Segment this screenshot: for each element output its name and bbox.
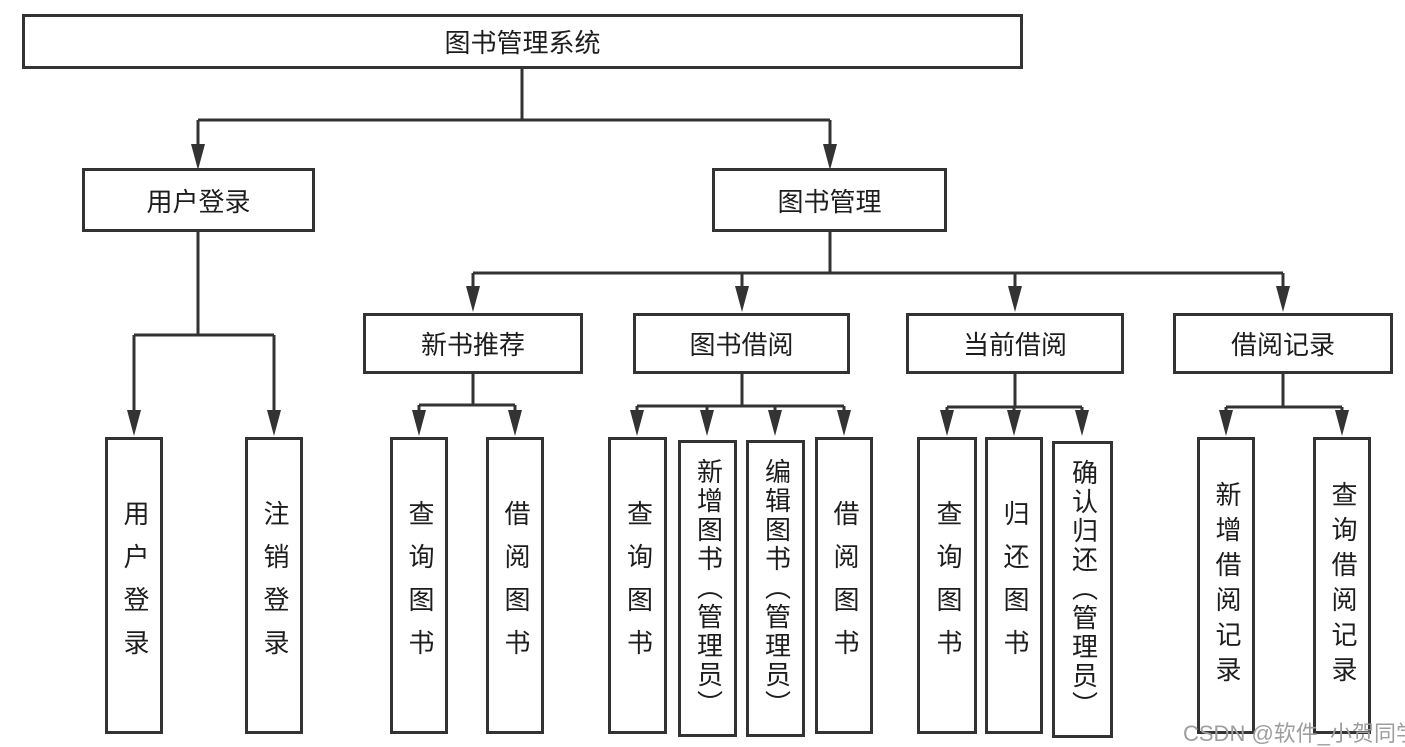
node-add-borrow-record: 新增借阅记录 — [1197, 437, 1255, 734]
node-confirm-return-admin-label: 确认归还（管理员） — [1068, 459, 1099, 720]
node-book-borrowing: 图书借阅 — [633, 313, 850, 374]
node-borrowing-records: 借阅记录 — [1173, 313, 1393, 374]
node-current-borrowing: 当前借阅 — [906, 313, 1124, 374]
node-query-books-recommend: 查询图书 — [390, 437, 448, 734]
node-logout-label: 注销登录 — [259, 499, 290, 672]
node-library-management-system: 图书管理系统 — [22, 14, 1023, 69]
node-new-book-recommendation: 新书推荐 — [363, 313, 583, 374]
node-borrow-books-recommend: 借阅图书 — [486, 437, 544, 734]
node-confirm-return-admin: 确认归还（管理员） — [1052, 441, 1113, 738]
node-query-books-current-label: 查询图书 — [932, 499, 963, 672]
node-borrow-books-recommend-label: 借阅图书 — [500, 499, 531, 672]
node-library-management-system-label: 图书管理系统 — [444, 28, 601, 58]
node-book-management: 图书管理 — [712, 168, 947, 232]
node-return-books: 归还图书 — [985, 437, 1043, 734]
node-user-login-leaf-label: 用户登录 — [119, 499, 150, 672]
node-user-login-leaf: 用户登录 — [105, 437, 163, 734]
node-add-book-admin: 新增图书（管理员） — [678, 440, 737, 737]
node-book-borrowing-label: 图书借阅 — [689, 330, 794, 360]
node-edit-book-admin-label: 编辑图书（管理员） — [761, 458, 792, 719]
node-user-login: 用户登录 — [82, 168, 315, 232]
node-current-borrowing-label: 当前借阅 — [962, 330, 1067, 360]
node-query-books-borrowing-label: 查询图书 — [623, 499, 654, 672]
node-book-management-label: 图书管理 — [777, 186, 882, 217]
csdn-watermark: CSDN @软件_小贺同学 — [1183, 721, 1405, 746]
node-add-borrow-record-label: 新增借阅记录 — [1211, 480, 1242, 691]
node-query-books-recommend-label: 查询图书 — [404, 499, 435, 672]
node-new-book-recommendation-label: 新书推荐 — [420, 330, 525, 360]
node-query-books-current: 查询图书 — [917, 437, 977, 734]
node-query-borrow-record: 查询借阅记录 — [1313, 437, 1371, 734]
node-logout: 注销登录 — [245, 437, 303, 734]
node-edit-book-admin: 编辑图书（管理员） — [746, 440, 805, 737]
node-borrowing-records-label: 借阅记录 — [1230, 330, 1335, 360]
node-borrow-books-borrowing-label: 借阅图书 — [829, 499, 860, 672]
node-query-books-borrowing: 查询图书 — [608, 437, 667, 734]
node-query-borrow-record-label: 查询借阅记录 — [1327, 480, 1358, 691]
node-add-book-admin-label: 新增图书（管理员） — [693, 458, 724, 719]
node-return-books-label: 归还图书 — [999, 499, 1030, 672]
node-borrow-books-borrowing: 借阅图书 — [815, 437, 873, 734]
node-user-login-label: 用户登录 — [146, 186, 251, 217]
